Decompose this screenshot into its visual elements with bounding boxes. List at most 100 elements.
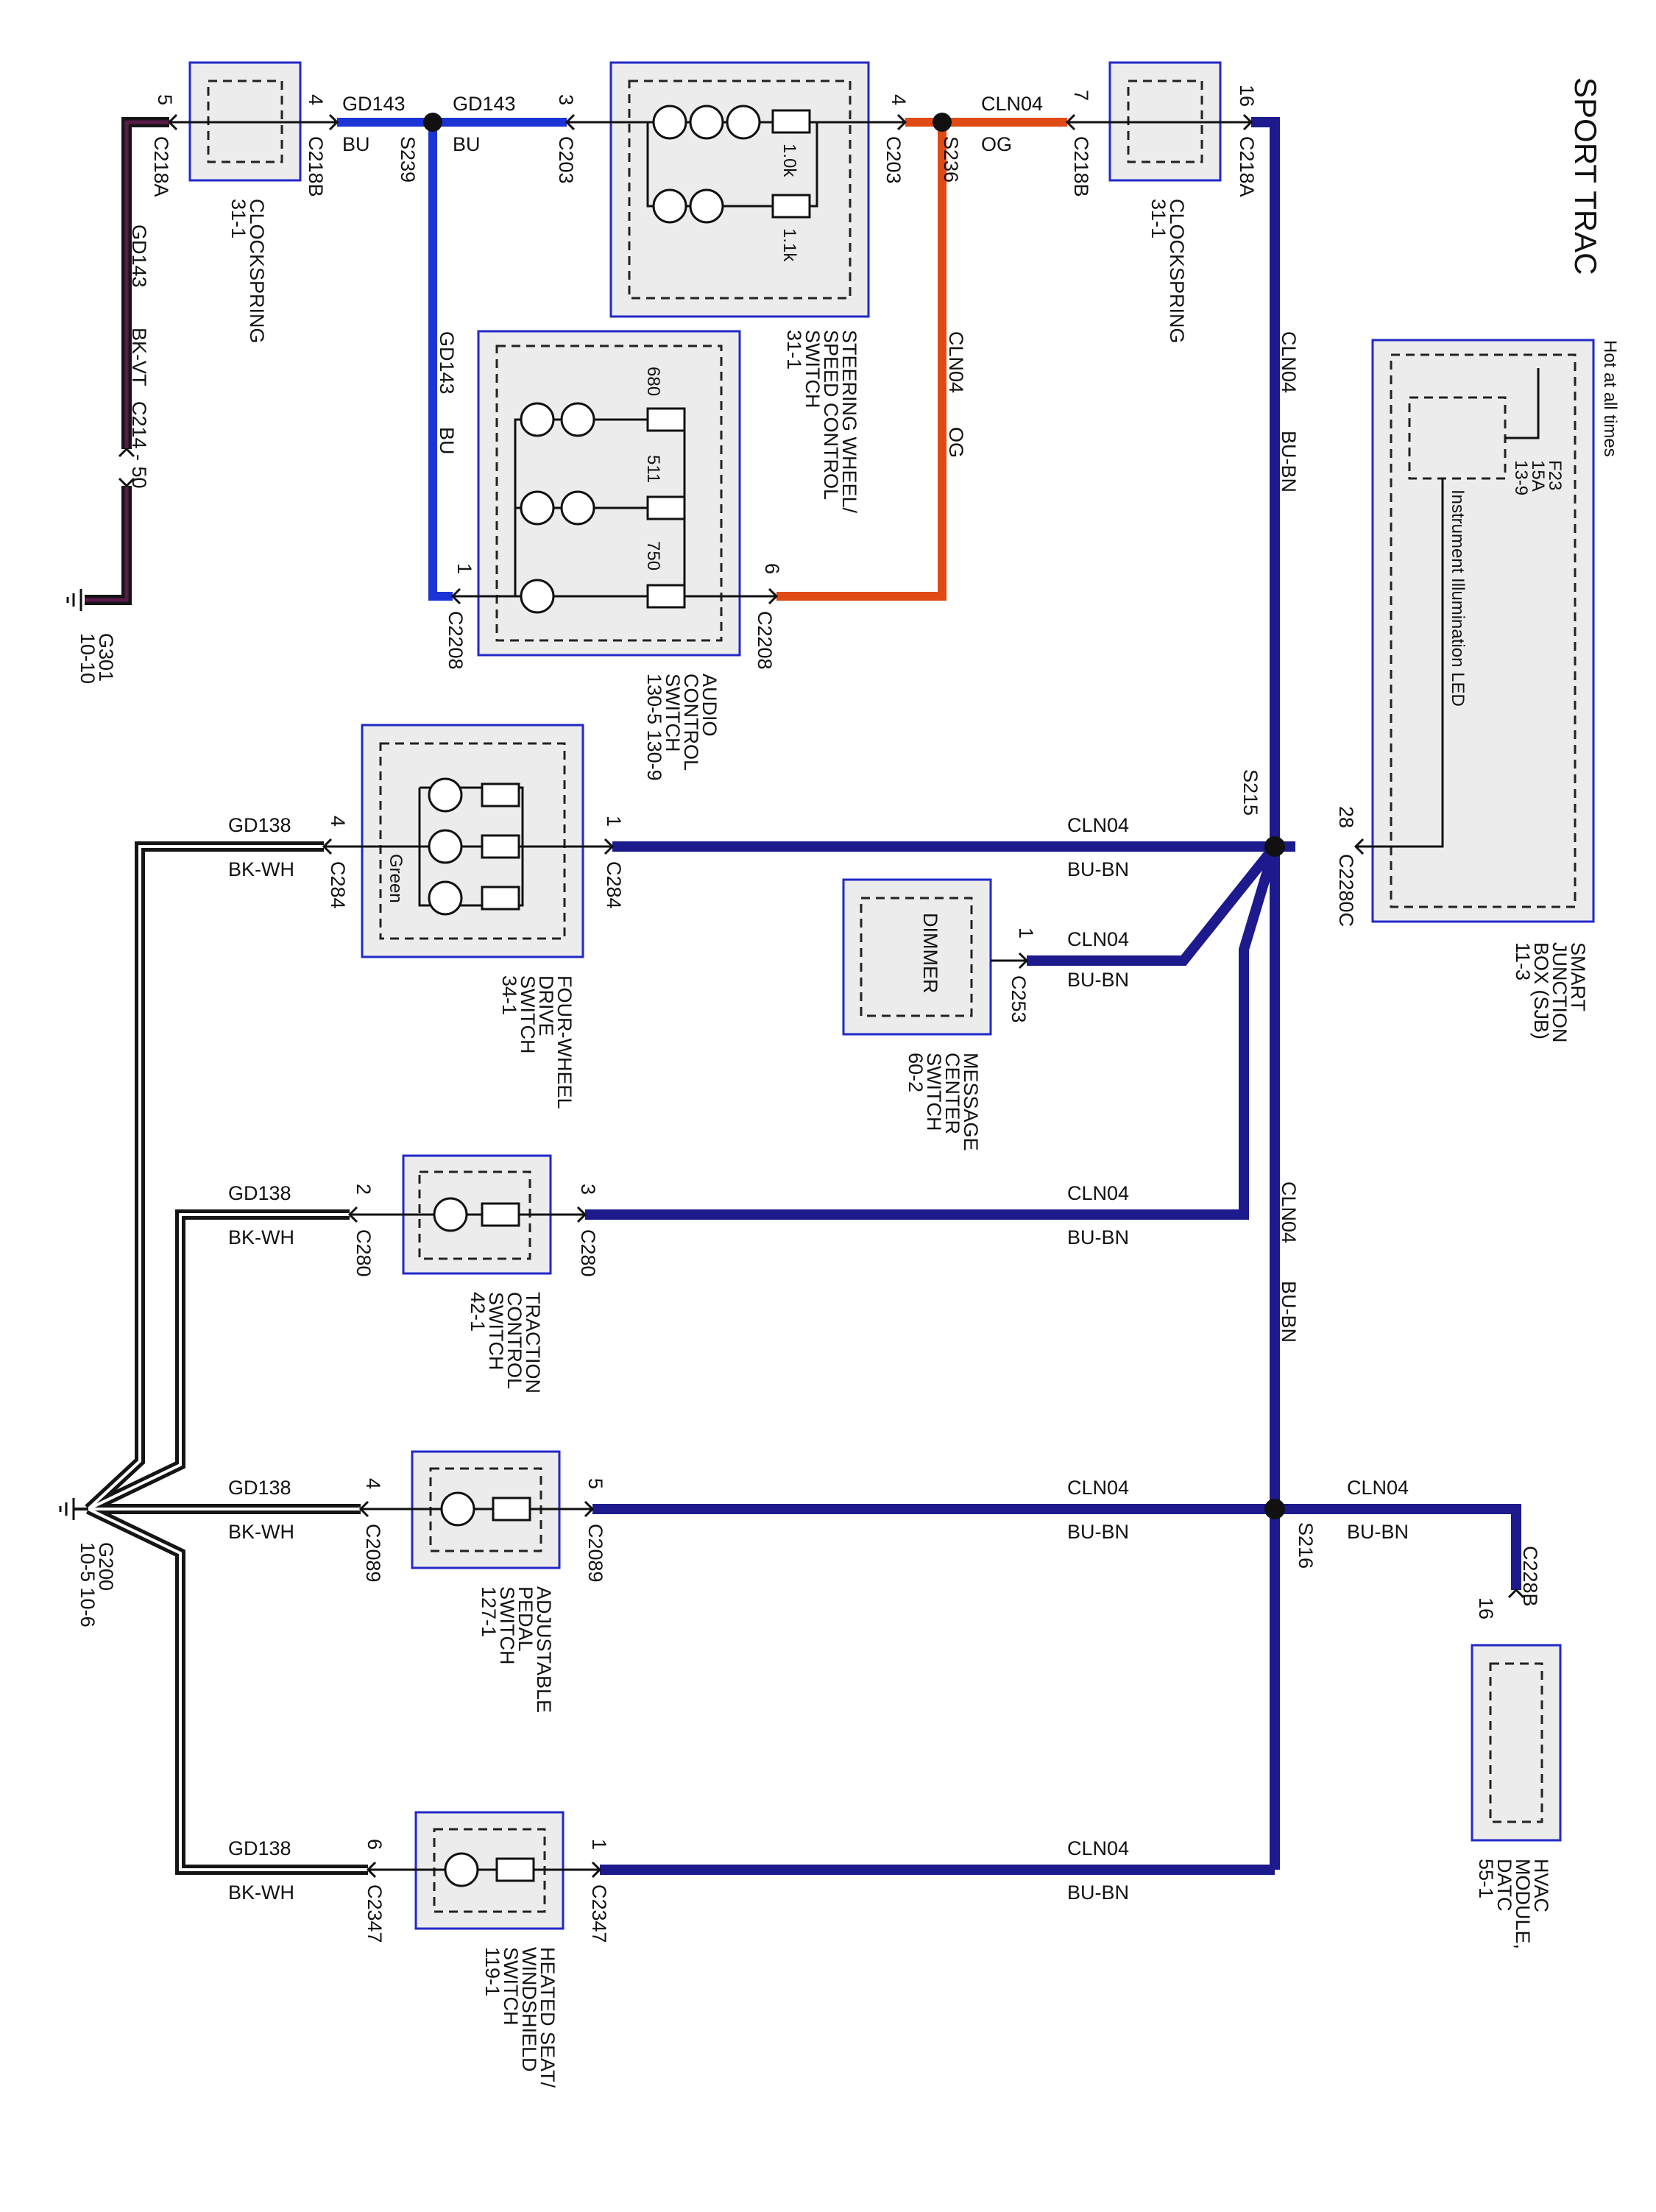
pin-label: 2	[353, 1184, 375, 1195]
fuse-label: F23	[1545, 460, 1565, 490]
s236-splice	[933, 113, 952, 132]
four-wd-switch-box	[361, 724, 584, 958]
component-name: 127-1	[478, 1586, 500, 1637]
connector-label: C2280C	[1335, 854, 1357, 927]
internal-circuits	[169, 121, 1540, 1871]
component-name: SWITCH	[517, 975, 539, 1053]
component-name: SWITCH	[662, 674, 684, 752]
wire-label: CLN04	[1067, 1837, 1129, 1859]
wire-color: BU-BN	[1067, 1881, 1129, 1904]
labels: SPORT TRAC 5 4 3 4 7 16 GD143 GD143 BU B…	[77, 77, 1620, 2088]
component-name: TRACTION	[522, 1292, 544, 1393]
gd143-bk-vt-wire-stripe	[124, 120, 169, 449]
connector-label: C218B	[1070, 136, 1092, 197]
ground-ref: 10-10	[77, 633, 99, 684]
connector-label: C284	[327, 861, 349, 909]
component-name: DATC	[1493, 1859, 1515, 1912]
steering-switch-box	[609, 61, 870, 318]
component-name: HVAC	[1530, 1859, 1552, 1912]
connector-label: C253	[1008, 975, 1030, 1023]
pin-label: 1	[588, 1839, 610, 1850]
connector-label: C214 - 50	[128, 401, 150, 489]
wires	[74, 117, 1521, 1875]
wire-label: CLN04	[1067, 1477, 1129, 1499]
component-name: 34-1	[498, 975, 520, 1015]
connector-label: C2208	[754, 611, 776, 670]
component-name: JUNCTION	[1549, 942, 1571, 1043]
s215-splice	[1264, 836, 1285, 857]
resistor-value: 1.0k	[779, 144, 799, 177]
wire-label: GD143	[453, 93, 516, 115]
wire-color: BK-VT	[128, 328, 150, 386]
wire-label: GD143	[128, 225, 150, 288]
traction-power-wire	[585, 844, 1280, 1220]
wire-color: BU-BN	[1067, 1226, 1129, 1248]
connector-label: C218A	[1236, 136, 1258, 197]
wire-color: BU-BN	[1347, 1521, 1409, 1543]
sjb-box	[1371, 339, 1595, 923]
wire-color: BU-BN	[1278, 431, 1300, 492]
hvac-power-wire	[1275, 1504, 1521, 1590]
wire-color: BU	[342, 133, 370, 155]
pin-label: 1	[1015, 927, 1037, 939]
pin-label: 5	[584, 1478, 606, 1489]
gd143-audio-wire	[428, 122, 453, 601]
connector-label: C2208	[445, 611, 467, 670]
splice-label: S215	[1239, 769, 1262, 816]
component-name: 130-5 130-9	[643, 674, 665, 781]
component-name: CONTROL	[680, 674, 702, 771]
wire-color: OG	[981, 133, 1012, 155]
connector-label: C2347	[364, 1884, 386, 1943]
wire-label: CLN04	[1067, 1182, 1129, 1204]
wire-label: CLN04	[1278, 331, 1300, 393]
wire-color: BK-WH	[228, 1881, 294, 1904]
wire-color: BU	[436, 427, 458, 455]
resistor-value: 680	[643, 367, 663, 396]
pin-label: 3	[555, 94, 577, 105]
wire-label: CLN04	[1067, 814, 1129, 836]
component-name: FOUR-WHEEL	[553, 975, 576, 1109]
component-name: BOX (SJB)	[1530, 942, 1552, 1039]
component-name: ADJUSTABLE	[533, 1586, 555, 1713]
ground-ref: 10-5 10-6	[77, 1542, 99, 1628]
component-name: PEDAL	[514, 1586, 537, 1652]
wire-color: BU-BN	[1067, 858, 1129, 880]
connector-label: C280	[353, 1229, 375, 1277]
wire-color: OG	[945, 427, 967, 458]
wire-label: GD143	[342, 93, 406, 115]
wire-label: CLN04	[1347, 1477, 1409, 1499]
component-name: MESSAGE	[960, 1053, 982, 1151]
pin-label: 4	[362, 1478, 384, 1489]
wire-label: CLN04	[945, 331, 967, 393]
pin-label: 4	[888, 94, 910, 105]
s216-splice	[1264, 1499, 1285, 1519]
connector-label: C218B	[305, 136, 327, 197]
component-name: SWITCH	[802, 330, 824, 408]
dashed-outlines	[207, 79, 1577, 1913]
component-name: HEATED SEAT/	[537, 1947, 559, 2088]
connector-label: C284	[603, 861, 625, 909]
wire-color: BK-WH	[228, 1521, 294, 1543]
s239-splice	[423, 113, 442, 132]
component-name: STEERING WHEEL/	[838, 330, 860, 514]
pin-label: 6	[364, 1839, 386, 1850]
wire-color: BU	[453, 133, 481, 155]
pin-label: 7	[1070, 90, 1092, 101]
connector-label: C203	[882, 136, 905, 184]
hvac-box	[1471, 1644, 1562, 1842]
connector-label: C2089	[362, 1524, 384, 1583]
cln04-og-audio-wire	[776, 122, 946, 601]
component-name: 11-3	[1512, 942, 1534, 980]
connector-label: C218A	[150, 136, 172, 197]
splices	[423, 113, 1285, 1519]
pin-label: 6	[761, 563, 783, 574]
components	[188, 61, 1595, 1930]
wire-label: GD138	[228, 1477, 291, 1499]
ground-harness	[85, 841, 368, 1875]
ground-label: G200	[95, 1542, 117, 1591]
component-name: DRIVE	[535, 975, 557, 1036]
connector-label: C228B	[1519, 1546, 1541, 1607]
component-name: 55-1	[1475, 1859, 1497, 1898]
